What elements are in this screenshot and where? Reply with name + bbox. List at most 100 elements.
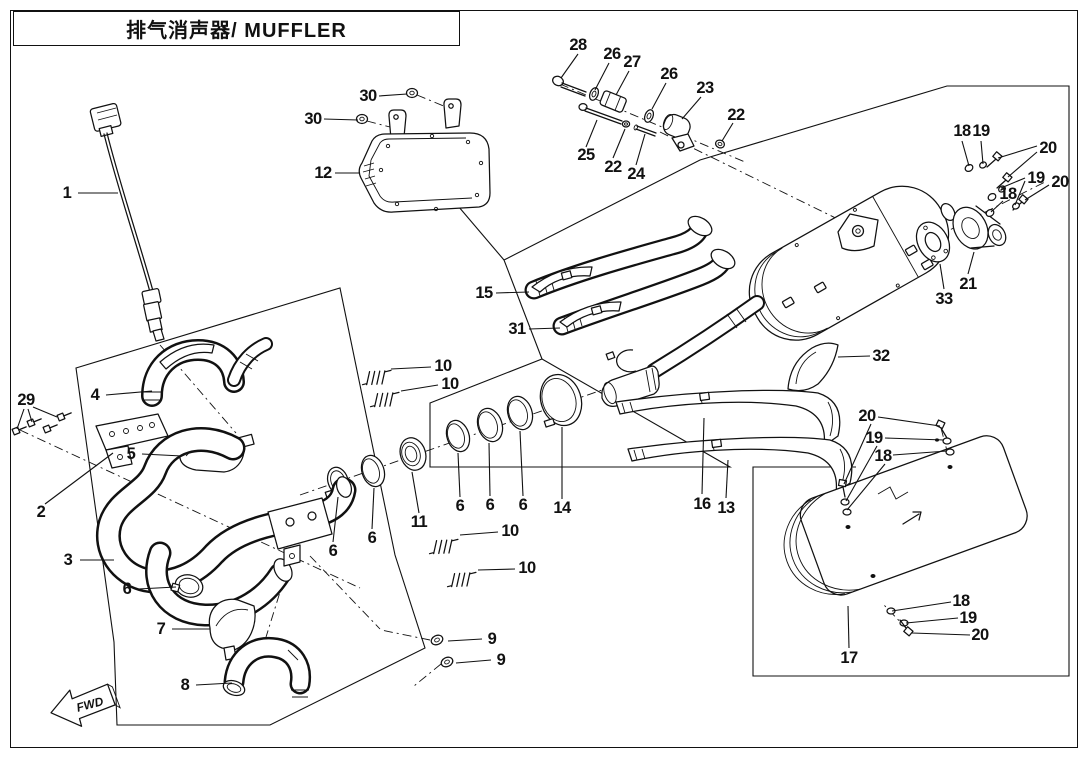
end-cap-fasteners-upper — [964, 151, 1029, 218]
boundary-front-pipe-assembly — [75, 287, 426, 726]
part-callout-12: 12 — [314, 163, 332, 182]
part-callout-6: 6 — [455, 496, 465, 515]
leader-line-5 — [141, 453, 183, 457]
leader-line-6 — [488, 442, 491, 497]
part-callout-17: 17 — [840, 648, 858, 667]
leader-line-15 — [495, 291, 530, 294]
part-clamp-14 — [539, 373, 583, 428]
part-gasket-6e — [506, 395, 534, 431]
leader-line-33 — [939, 263, 945, 290]
part-callout-6: 6 — [122, 579, 132, 598]
part-callout-10: 10 — [518, 558, 536, 577]
part-callout-2: 2 — [36, 502, 46, 521]
leader-line-19 — [1014, 180, 1026, 206]
part-callout-18: 18 — [953, 121, 971, 140]
part-callout-6: 6 — [328, 541, 338, 560]
leader-line-18 — [846, 463, 886, 511]
leader-line-9 — [447, 638, 483, 642]
part-shield-13 — [627, 436, 853, 494]
leader-line-20 — [843, 423, 872, 485]
part-callout-3: 3 — [63, 550, 73, 569]
part-springs-10 — [361, 369, 477, 588]
fwd-arrow: FWD — [50, 683, 121, 727]
diagram-frame — [10, 10, 1078, 748]
leader-line-8 — [195, 682, 233, 686]
part-callout-31: 31 — [508, 319, 526, 338]
part-callout-24: 24 — [627, 164, 645, 183]
leader-line-22 — [612, 128, 626, 159]
part-gasket-6b — [360, 454, 386, 488]
leader-line-10 — [459, 531, 499, 536]
leader-line-10 — [477, 568, 516, 571]
leader-line-19 — [905, 617, 959, 624]
leader-line-23 — [681, 96, 702, 120]
part-callout-10: 10 — [434, 356, 452, 375]
part-elbow-8 — [222, 636, 312, 698]
part-callout-5: 5 — [126, 444, 136, 463]
part-bolts-29 — [11, 412, 72, 436]
leader-line-26 — [651, 82, 667, 110]
part-callout-22: 22 — [604, 157, 622, 176]
part-callout-30: 30 — [359, 86, 377, 105]
part-callout-9: 9 — [496, 650, 506, 669]
part-nut-30b — [355, 113, 369, 125]
leader-line-6 — [332, 496, 339, 543]
part-callout-33: 33 — [935, 289, 953, 308]
part-callout-18: 18 — [952, 591, 970, 610]
part-callout-20: 20 — [1039, 138, 1057, 157]
part-nut-30a — [405, 87, 419, 99]
leader-line-9 — [455, 659, 492, 664]
leader-line-20 — [877, 416, 941, 427]
fwd-label: FWD — [75, 694, 105, 715]
part-callout-20: 20 — [858, 406, 876, 425]
part-callout-19: 19 — [865, 428, 883, 447]
part-end-cap-21 — [940, 203, 1007, 250]
leader-line-13 — [725, 459, 729, 499]
leader-line-18 — [892, 450, 948, 456]
part-shield-16 — [615, 389, 841, 447]
part-hanger-bracket-23 — [662, 113, 695, 152]
part-callout-6: 6 — [367, 528, 377, 547]
leader-line-30 — [323, 118, 359, 121]
part-callout-25: 25 — [577, 145, 595, 164]
part-callout-26: 26 — [603, 44, 621, 63]
leader-line-16 — [701, 417, 705, 495]
part-callout-26: 26 — [660, 64, 678, 83]
leader-line-29 — [16, 408, 25, 430]
leader-line-18 — [891, 601, 952, 612]
part-callout-6: 6 — [485, 495, 495, 514]
leader-line-29 — [32, 406, 58, 418]
part-gasket-6c — [445, 419, 471, 453]
part-y-pipe — [96, 427, 357, 627]
part-shield-32 — [787, 342, 839, 392]
part-callout-28: 28 — [569, 35, 587, 54]
leader-line-31 — [528, 327, 561, 330]
part-callout-19: 19 — [959, 608, 977, 627]
part-muffler-body — [601, 185, 950, 407]
part-callout-10: 10 — [441, 374, 459, 393]
leader-line-32 — [837, 355, 871, 358]
part-gasket-6d — [476, 407, 504, 443]
leader-line-17 — [847, 605, 850, 649]
leader-line-6 — [457, 452, 461, 498]
front-pipe-assembly — [96, 337, 357, 698]
callout-leader-lines — [16, 53, 1050, 686]
leader-line-30 — [378, 93, 408, 97]
boundary-muffler-assembly — [503, 85, 1070, 677]
leader-line-26 — [594, 62, 610, 91]
part-callout-21: 21 — [959, 274, 977, 293]
part-callout-20: 20 — [971, 625, 989, 644]
part-oxygen-sensor — [89, 102, 165, 342]
leader-line-20 — [1024, 184, 1050, 201]
leader-line-29 — [27, 408, 33, 423]
part-elbow-4 — [141, 337, 273, 407]
leader-line-27 — [615, 70, 630, 96]
hanger-fastener-group — [552, 75, 726, 152]
part-shield-7 — [208, 598, 256, 661]
gasket-row — [324, 373, 583, 499]
leader-line-24 — [635, 133, 646, 166]
leader-line-21 — [967, 251, 975, 275]
title-block: 排气消声器/ MUFFLER — [13, 11, 460, 46]
